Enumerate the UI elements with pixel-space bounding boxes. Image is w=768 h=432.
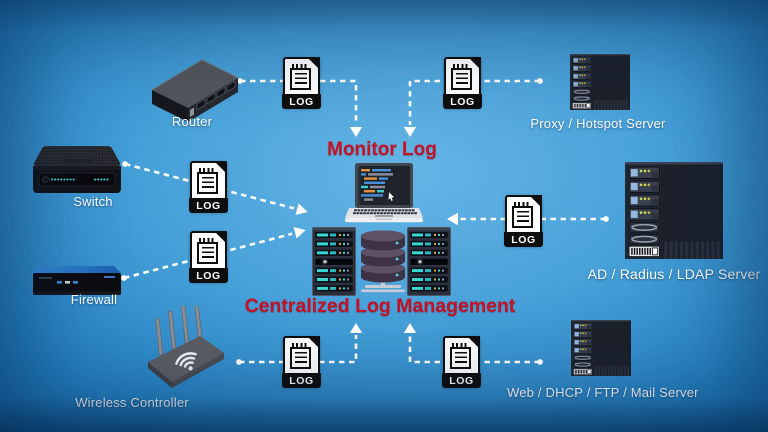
page-fold-icon [214,231,227,244]
arrow-proxy-to-monitor [408,79,540,125]
log-file-label: LOG [443,94,482,109]
server-rack-right-icon [407,227,451,296]
arrow-firewall-to-center [123,232,293,280]
notepad-icon [197,168,218,194]
page-fold-icon [307,57,320,70]
log-file-icon-proxy: LOG [443,57,482,109]
web-server-icon [571,320,631,376]
proxy-server-label: Proxy / Hotspot Server [530,116,666,131]
notepad-icon [197,238,218,264]
router-label: Router [171,114,213,129]
log-file-label: LOG [282,373,321,388]
centralized-log-title: Centralized Log Management [244,295,516,317]
log-file-label: LOG [442,373,481,388]
log-file-label: LOG [189,268,228,283]
monitor-laptop-icon [345,163,423,223]
ad-server-icon [625,162,723,259]
switch-icon [33,146,121,193]
notepad-icon [512,202,533,228]
notepad-icon [290,343,311,369]
wireless-controller-icon [148,306,224,388]
page-fold-icon [467,336,480,349]
log-file-icon-ad: LOG [504,195,543,247]
firewall-icon [33,266,121,295]
switch-label: Switch [73,194,113,209]
page-fold-icon [529,195,542,208]
log-file-icon-wireless: LOG [282,336,321,388]
notepad-icon [451,64,472,90]
server-rack-left-icon [312,227,356,296]
notepad-icon [450,343,471,369]
arrow-wireless-to-center [239,335,358,364]
log-file-icon-switch: LOG [189,161,228,213]
log-file-icon-web: LOG [442,336,481,388]
database-stack-icon [361,230,405,293]
page-fold-icon [468,57,481,70]
router-icon [151,59,239,122]
log-file-label: LOG [189,198,228,213]
page-fold-icon [214,161,227,174]
notepad-icon [290,64,311,90]
log-file-label: LOG [504,232,543,247]
log-file-icon-firewall: LOG [189,231,228,283]
web-server-label: Web / DHCP / FTP / Mail Server [507,385,699,400]
firewall-label: Firewall [70,292,118,307]
log-file-label: LOG [282,94,321,109]
arrow-router-to-monitor [240,79,358,125]
ad-server-label: AD / Radius / LDAP Server [587,266,761,282]
arrow-web-to-center [408,335,540,364]
monitor-log-title: Monitor Log [327,139,437,160]
wireless-controller-label: Wireless Controller [75,395,189,410]
page-fold-icon [307,336,320,349]
proxy-server-icon [570,54,630,110]
log-file-icon-router: LOG [282,57,321,109]
